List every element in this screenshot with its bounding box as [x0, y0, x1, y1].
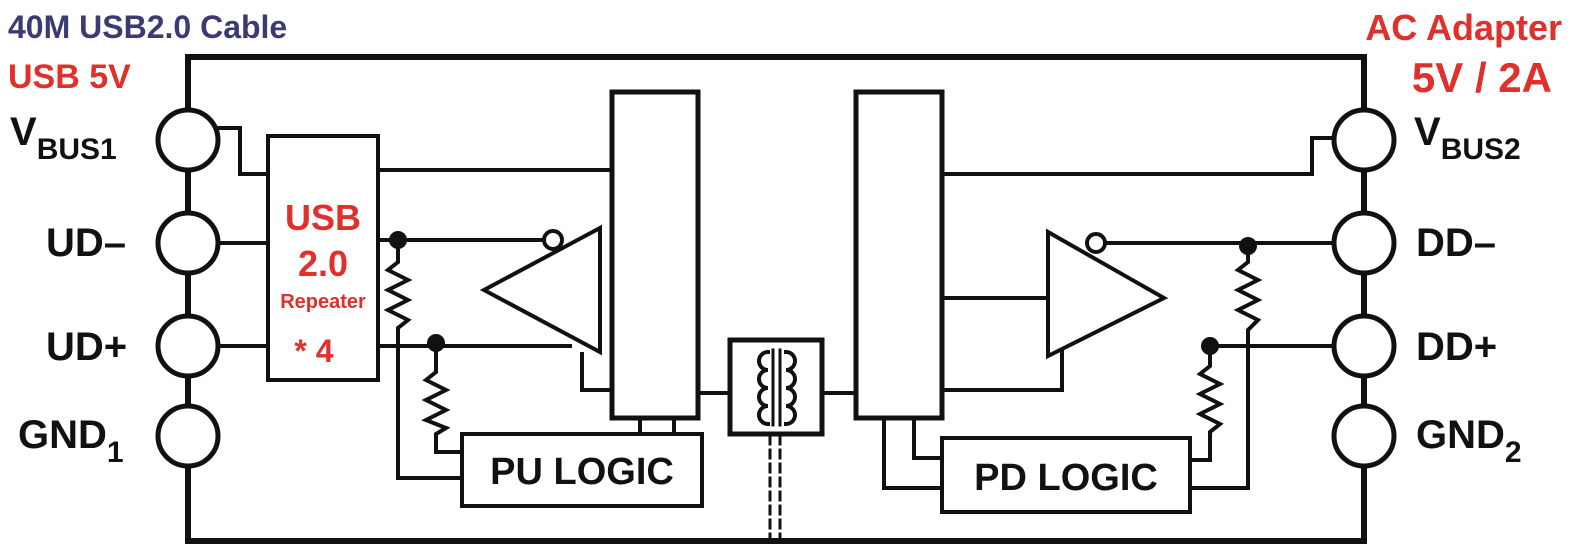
repeater-line3: Repeater — [280, 291, 366, 313]
vbus1-main: V — [10, 110, 37, 154]
right-supply-line1: AC Adapter — [1365, 7, 1562, 48]
label-ud-minus: UD– — [46, 221, 126, 265]
junction-dot — [427, 334, 445, 352]
cable-title: 40M USB2.0 Cable — [8, 9, 287, 45]
right-pin-group — [1331, 107, 1397, 469]
pin-dd-plus — [1331, 313, 1397, 379]
gnd1-sub: 1 — [107, 436, 124, 469]
secondary-coil — [783, 349, 797, 427]
pin-gnd1 — [155, 403, 221, 469]
primary-coil — [757, 349, 771, 427]
left-buffer-triangle — [479, 224, 602, 356]
label-gnd2: GND2 — [1416, 413, 1522, 469]
junction-dot — [1201, 337, 1219, 355]
repeater-line2: 2.0 — [298, 243, 348, 284]
gnd1-main: GND — [18, 413, 107, 457]
vbus1-sub: BUS1 — [37, 133, 117, 166]
junction-dot — [1239, 237, 1257, 255]
junction-dot — [389, 231, 407, 249]
vbus2-main: V — [1414, 110, 1441, 154]
right-isolation-block — [853, 89, 945, 421]
pin-dd-minus — [1331, 210, 1397, 276]
repeater-count: * 4 — [294, 333, 333, 369]
inverter-bubble — [542, 229, 564, 251]
chip-outline — [185, 54, 1367, 544]
pin-gnd2 — [1331, 403, 1397, 469]
inverter-bubble — [1085, 232, 1107, 254]
gnd2-sub: 2 — [1505, 436, 1522, 469]
left-isolation-block — [609, 89, 701, 421]
label-dd-minus: DD– — [1416, 221, 1496, 265]
transformer — [696, 337, 858, 542]
right-buffer-triangle — [1046, 228, 1169, 360]
pin-ud-plus — [155, 313, 221, 379]
pu-logic-label: PU LOGIC — [490, 451, 674, 493]
label-vbus1: VBUS1 — [10, 110, 117, 166]
pin-ud-minus — [155, 210, 221, 276]
pd-logic-box — [940, 436, 1192, 514]
pd-logic-label: PD LOGIC — [974, 457, 1158, 499]
right-supply-line2: 5V / 2A — [1412, 54, 1552, 101]
left-pin-group — [155, 107, 221, 469]
pu-logic-box — [460, 432, 704, 508]
repeater-line1: USB — [285, 197, 361, 238]
right-wiring — [882, 136, 1336, 490]
usb-repeater-box — [266, 134, 380, 382]
transformer-box — [727, 337, 825, 437]
label-dd-plus: DD+ — [1416, 325, 1497, 369]
label-gnd1: GND1 — [18, 413, 124, 469]
gnd2-main: GND — [1416, 413, 1505, 457]
label-ud-plus: UD+ — [46, 325, 127, 369]
vbus2-sub: BUS2 — [1441, 133, 1521, 166]
left-supply-label: USB 5V — [8, 58, 131, 96]
label-vbus2: VBUS2 — [1414, 110, 1521, 166]
pin-vbus1 — [155, 107, 221, 173]
pin-vbus2 — [1331, 107, 1397, 173]
